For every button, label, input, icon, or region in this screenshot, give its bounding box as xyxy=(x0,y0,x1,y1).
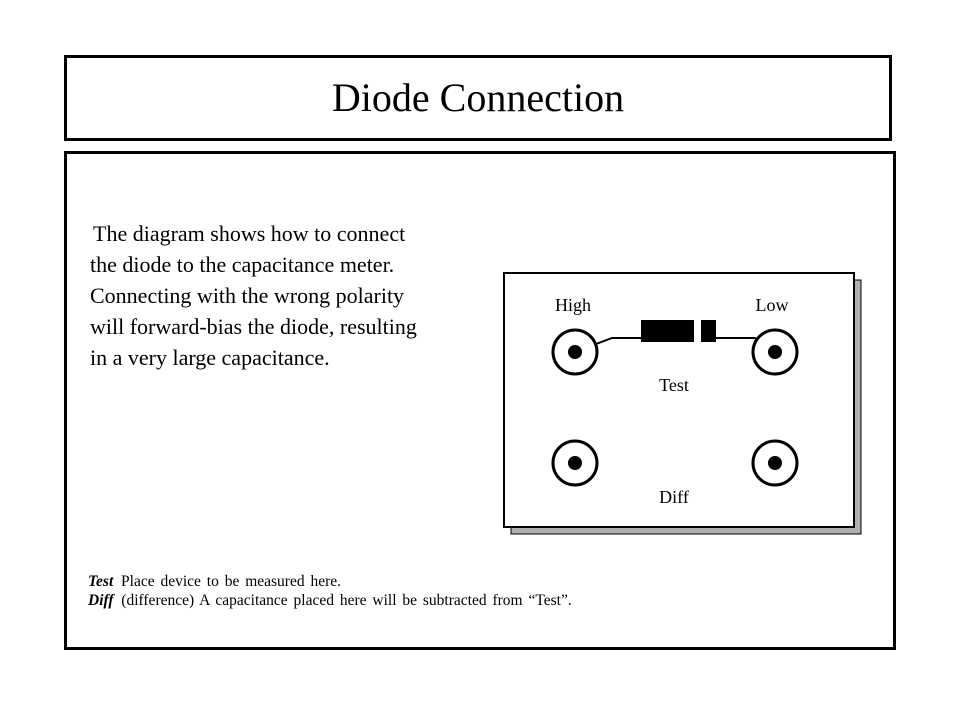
terminal-high-diff[interactable] xyxy=(551,439,599,487)
terminal-low-test[interactable] xyxy=(751,328,799,376)
footnote-diff: Diff (difference) A capacitance placed h… xyxy=(88,591,868,610)
title-box: Diode Connection xyxy=(64,55,892,141)
label-diff: Diff xyxy=(659,487,689,507)
terminal-high-test[interactable] xyxy=(551,328,599,376)
paragraph-line: the diode to the capacitance meter. xyxy=(90,252,395,277)
footnote-diff-term: Diff xyxy=(88,592,114,609)
paragraph-line: The diagram shows how to connect xyxy=(93,221,406,246)
footnote-test-desc: Place device to be measured here. xyxy=(121,573,342,590)
footnote-diff-desc: (difference) A capacitance placed here w… xyxy=(121,592,572,609)
content-box xyxy=(64,151,896,650)
label-low: Low xyxy=(756,295,789,315)
paragraph-line: will forward-bias the diode, resulting xyxy=(90,314,417,339)
footnotes: Test Place device to be measured here. D… xyxy=(88,572,868,610)
terminal-low-diff[interactable] xyxy=(751,439,799,487)
description-paragraph: The diagram shows how to connect the dio… xyxy=(90,218,510,373)
footnote-test: Test Place device to be measured here. xyxy=(88,572,868,591)
paragraph-line: Connecting with the wrong polarity xyxy=(90,283,405,308)
meter-panel xyxy=(503,272,855,528)
footnote-test-term: Test xyxy=(88,573,114,590)
label-high: High xyxy=(555,295,591,315)
diode-icon xyxy=(641,320,716,342)
label-test: Test xyxy=(659,375,689,395)
paragraph-line: in a very large capacitance. xyxy=(90,345,330,370)
page-title: Diode Connection xyxy=(331,75,625,120)
meter-diagram: High Low Test Diff xyxy=(503,272,862,535)
